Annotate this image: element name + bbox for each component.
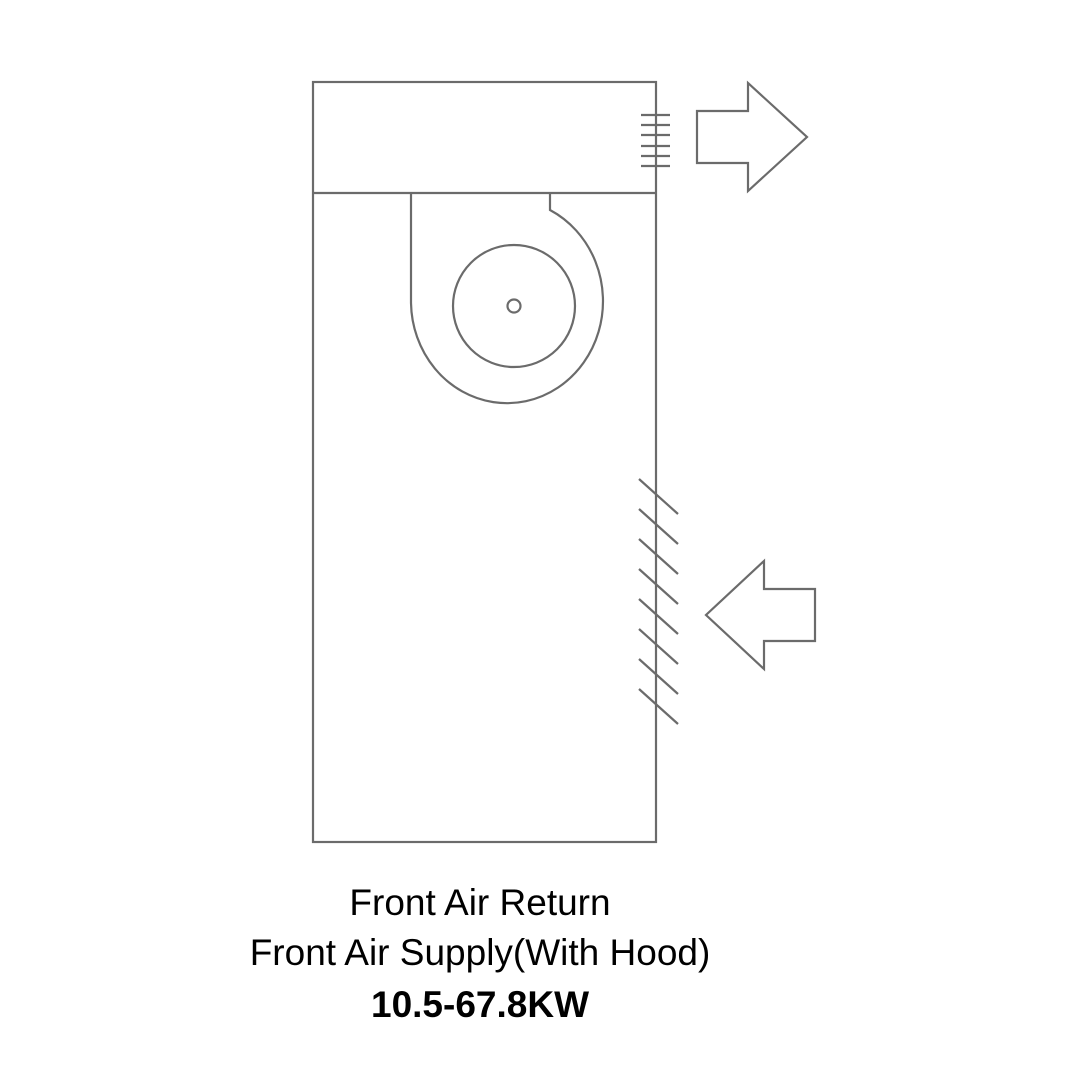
cabinet-outline: [311, 80, 658, 844]
arrow-right-icon: [695, 80, 809, 194]
fan-wheel: [451, 243, 577, 369]
caption-air-supply: Front Air Supply(With Hood): [249, 932, 711, 973]
caption-air-return: Front Air Return: [349, 882, 611, 923]
scroll-housing: [409, 193, 605, 405]
arrow-left-icon: [704, 558, 817, 672]
blower-fan-icon: [409, 193, 605, 405]
fan-hub: [506, 298, 522, 314]
return-grille: [638, 478, 679, 725]
caption-capacity: 10.5-67.8KW: [371, 984, 589, 1025]
supply-grille: [641, 113, 670, 168]
